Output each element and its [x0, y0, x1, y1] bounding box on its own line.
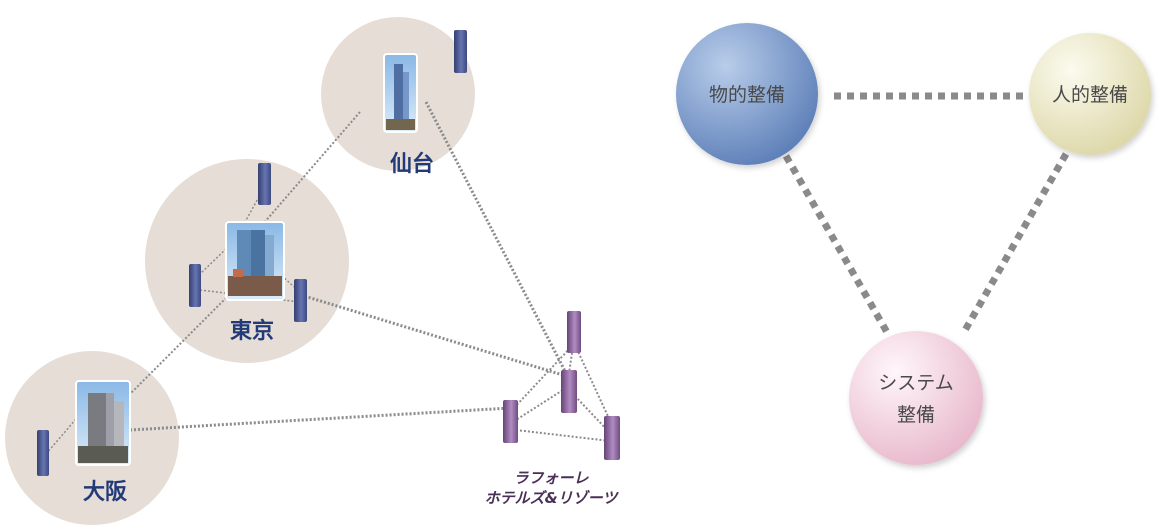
triangle-connectors: [782, 92, 1070, 336]
hotel-link-2: [515, 387, 567, 421]
tokyo-inner-4: [199, 289, 301, 303]
osaka-hotel-line: [129, 406, 511, 432]
physical-circle: [676, 23, 818, 165]
building-osaka-left: [37, 430, 49, 476]
tokyo-inner-1: [244, 185, 266, 223]
physical-system-connector: [782, 154, 892, 336]
system-circle: [849, 331, 983, 465]
hotel-link-4: [515, 429, 611, 442]
human-label: 人的整備: [1052, 84, 1128, 106]
hotel-building-top: [567, 311, 581, 353]
system-label-line-2: 整備: [897, 404, 935, 426]
tokyo-inner-2: [198, 245, 230, 276]
physical-label: 物的整備: [709, 84, 785, 106]
left-network-diagram: 仙台 東京 大阪 ラフォーレ ホテルズ&リゾーツ: [5, 17, 620, 525]
osaka-building-photo: [75, 380, 131, 466]
sendai-tokyo-line: [262, 111, 361, 225]
tokyo-hotel-line: [300, 293, 567, 378]
sendai-label: 仙台: [390, 151, 434, 177]
tokyo-label: 東京: [230, 318, 274, 344]
hotel-label-line-1: ラフォーレ: [513, 469, 589, 487]
building-tokyo-left: [189, 264, 201, 307]
sendai-building-photo: [383, 53, 418, 133]
hotel-buildings: [503, 311, 620, 460]
human-system-connector: [960, 152, 1070, 334]
human-circle: [1029, 33, 1151, 155]
right-triangle-diagram: 物的整備 人的整備 システム 整備: [676, 23, 1151, 465]
hotel-building-right: [604, 416, 620, 460]
building-tokyo-top: [258, 163, 271, 205]
sendai-hotel-line: [424, 101, 569, 376]
building-sendai-top: [454, 30, 467, 73]
hotel-building-left: [503, 400, 518, 443]
hotel-link-5: [574, 344, 613, 426]
osaka-label: 大阪: [83, 480, 127, 505]
osaka-small-line: [45, 411, 83, 455]
blue-buildings: [37, 30, 467, 476]
hotel-building-center: [561, 370, 577, 413]
building-tokyo-right: [294, 279, 307, 322]
hotel-label-line-2: ホテルズ&リゾーツ: [485, 489, 620, 507]
system-label-line-1: システム: [878, 372, 953, 394]
tokyo-building-photo: [225, 221, 285, 301]
hotel-link-3: [574, 395, 611, 434]
hotel-link-6: [511, 344, 574, 411]
tokyo-osaka-line: [111, 291, 233, 413]
